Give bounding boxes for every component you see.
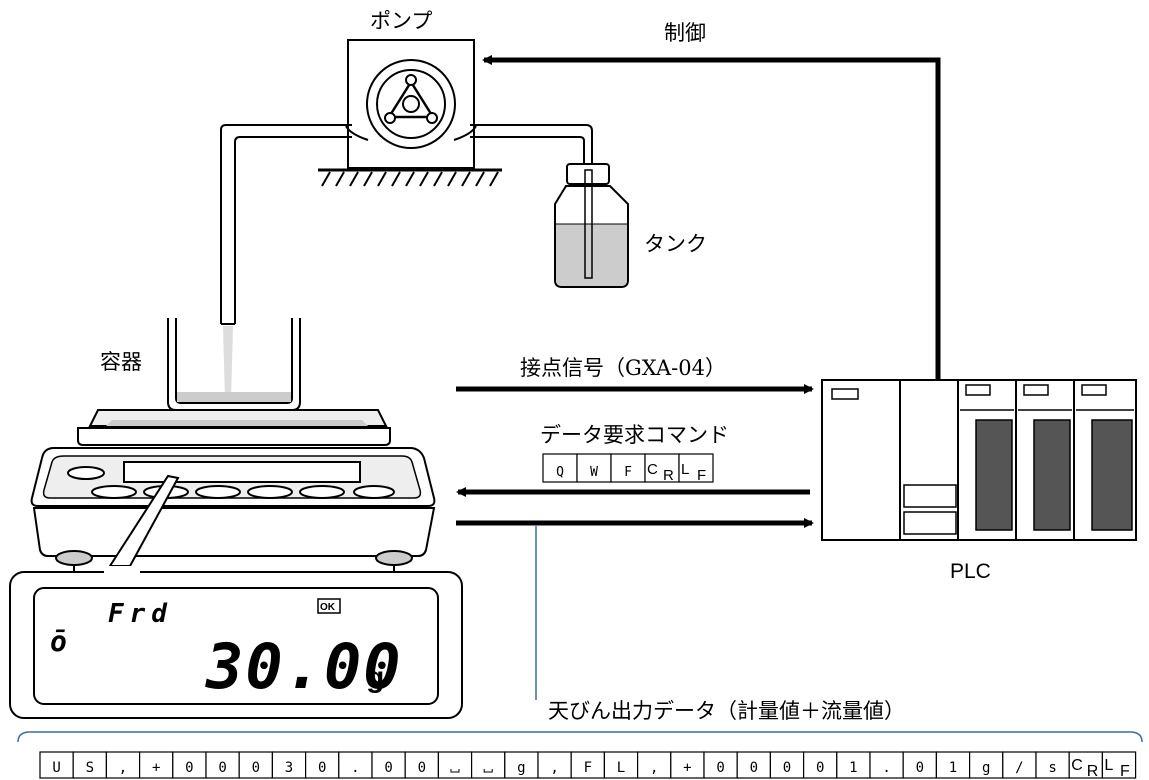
- control-label: 制御: [664, 21, 706, 45]
- output-char: 3: [285, 760, 293, 776]
- output-cell: [72, 751, 107, 779]
- output-char: 1: [949, 760, 957, 776]
- command-cell: [678, 453, 714, 483]
- output-cell: [935, 751, 971, 779]
- output-cell: [105, 751, 141, 779]
- control-arrow: [482, 55, 941, 380]
- command-char-lf: L: [681, 461, 689, 478]
- output-data-bracket: [17, 731, 1143, 743]
- output-char: ,: [119, 760, 127, 776]
- output-char: S: [86, 760, 94, 776]
- output-cell: [636, 751, 672, 779]
- output-cell: [570, 751, 606, 779]
- command-char: Q: [556, 465, 564, 480]
- output-char: s: [1048, 760, 1056, 776]
- pump-ground: [318, 168, 502, 187]
- command-cell: [644, 453, 680, 483]
- output-char: L: [617, 760, 625, 776]
- output-char: 0: [783, 760, 791, 776]
- tube-from-tank: [470, 124, 593, 168]
- command-cell: [542, 453, 578, 483]
- output-char: ,: [650, 760, 658, 776]
- display-stable-mark: ō: [50, 625, 67, 658]
- tank-label: タンク: [644, 232, 707, 256]
- output-cell: [836, 751, 871, 779]
- output-cell: [305, 751, 340, 779]
- command-char-cr-sub: R: [663, 467, 674, 484]
- output-cell: [437, 751, 473, 779]
- output-char: +: [152, 760, 160, 776]
- display-mode: Frd: [108, 599, 173, 629]
- output-char: 0: [916, 760, 924, 776]
- output-space-glyph: [483, 769, 493, 773]
- output-cell: [603, 751, 639, 779]
- command-char-lf-sub: F: [697, 467, 706, 484]
- output-char: g: [982, 760, 990, 776]
- output-char: 0: [218, 760, 226, 776]
- output-char: /: [1015, 760, 1023, 776]
- output-cell: [537, 751, 572, 779]
- output-char-lf-sub: F: [1120, 763, 1130, 780]
- output-char: F: [584, 760, 592, 776]
- plc-label: PLC: [950, 560, 991, 583]
- tube-to-container: [220, 124, 352, 325]
- output-char: 0: [418, 760, 426, 776]
- command-cell: [610, 453, 646, 483]
- command-cell: [576, 453, 612, 483]
- output-char: .: [351, 760, 359, 776]
- output-cell: [736, 751, 772, 779]
- output-cell: [1035, 751, 1070, 779]
- output-char: 0: [185, 760, 193, 776]
- display-unit: g: [366, 661, 384, 694]
- output-cell: [869, 751, 904, 779]
- output-char: 0: [816, 760, 824, 776]
- pump-label: ポンプ: [370, 9, 432, 33]
- plc: [821, 379, 1137, 541]
- pump: [345, 39, 477, 169]
- contact-signal-label: 接点信号（GXA-04）: [520, 356, 726, 380]
- output-char: ,: [550, 760, 558, 776]
- output-cell: [371, 751, 406, 779]
- output-char: 0: [750, 760, 758, 776]
- command-char-cr: C: [647, 461, 658, 478]
- output-char: 1: [849, 760, 857, 776]
- output-cell: [670, 751, 705, 779]
- command-char: W: [590, 465, 598, 480]
- output-cell: [1101, 751, 1137, 779]
- container: [167, 318, 301, 411]
- output-cell: [471, 751, 506, 779]
- tank: [554, 163, 629, 288]
- output-space-glyph: [450, 769, 460, 773]
- output-cell: [404, 751, 440, 779]
- output-cell: [1002, 751, 1037, 779]
- output-char-cr-sub: R: [1087, 763, 1099, 780]
- output-char: .: [882, 760, 890, 776]
- display-ok: OK: [320, 602, 336, 613]
- output-char-cr: C: [1071, 757, 1083, 774]
- container-label: 容器: [100, 350, 142, 374]
- output-char: 0: [384, 760, 392, 776]
- output-cell: [968, 751, 1004, 779]
- output-char: 0: [716, 760, 724, 776]
- output-cell: [902, 751, 938, 779]
- display-value: 30.00: [205, 630, 403, 703]
- command-char: F: [624, 465, 632, 480]
- liquid-stream: [223, 326, 233, 400]
- output-cell: [802, 751, 838, 779]
- output-char: g: [517, 760, 525, 776]
- output-char: +: [683, 760, 691, 776]
- output-char-lf: L: [1104, 757, 1113, 774]
- display-panel: [9, 566, 463, 719]
- output-cell: [271, 751, 307, 779]
- output-char: 0: [318, 760, 326, 776]
- output-char: 0: [252, 760, 260, 776]
- balance: [30, 409, 436, 574]
- output-char: U: [52, 760, 60, 776]
- output-data-label: 天びん出力データ（計量値＋流量値）: [548, 699, 905, 723]
- request-command-label: データ要求コマンド: [540, 423, 729, 447]
